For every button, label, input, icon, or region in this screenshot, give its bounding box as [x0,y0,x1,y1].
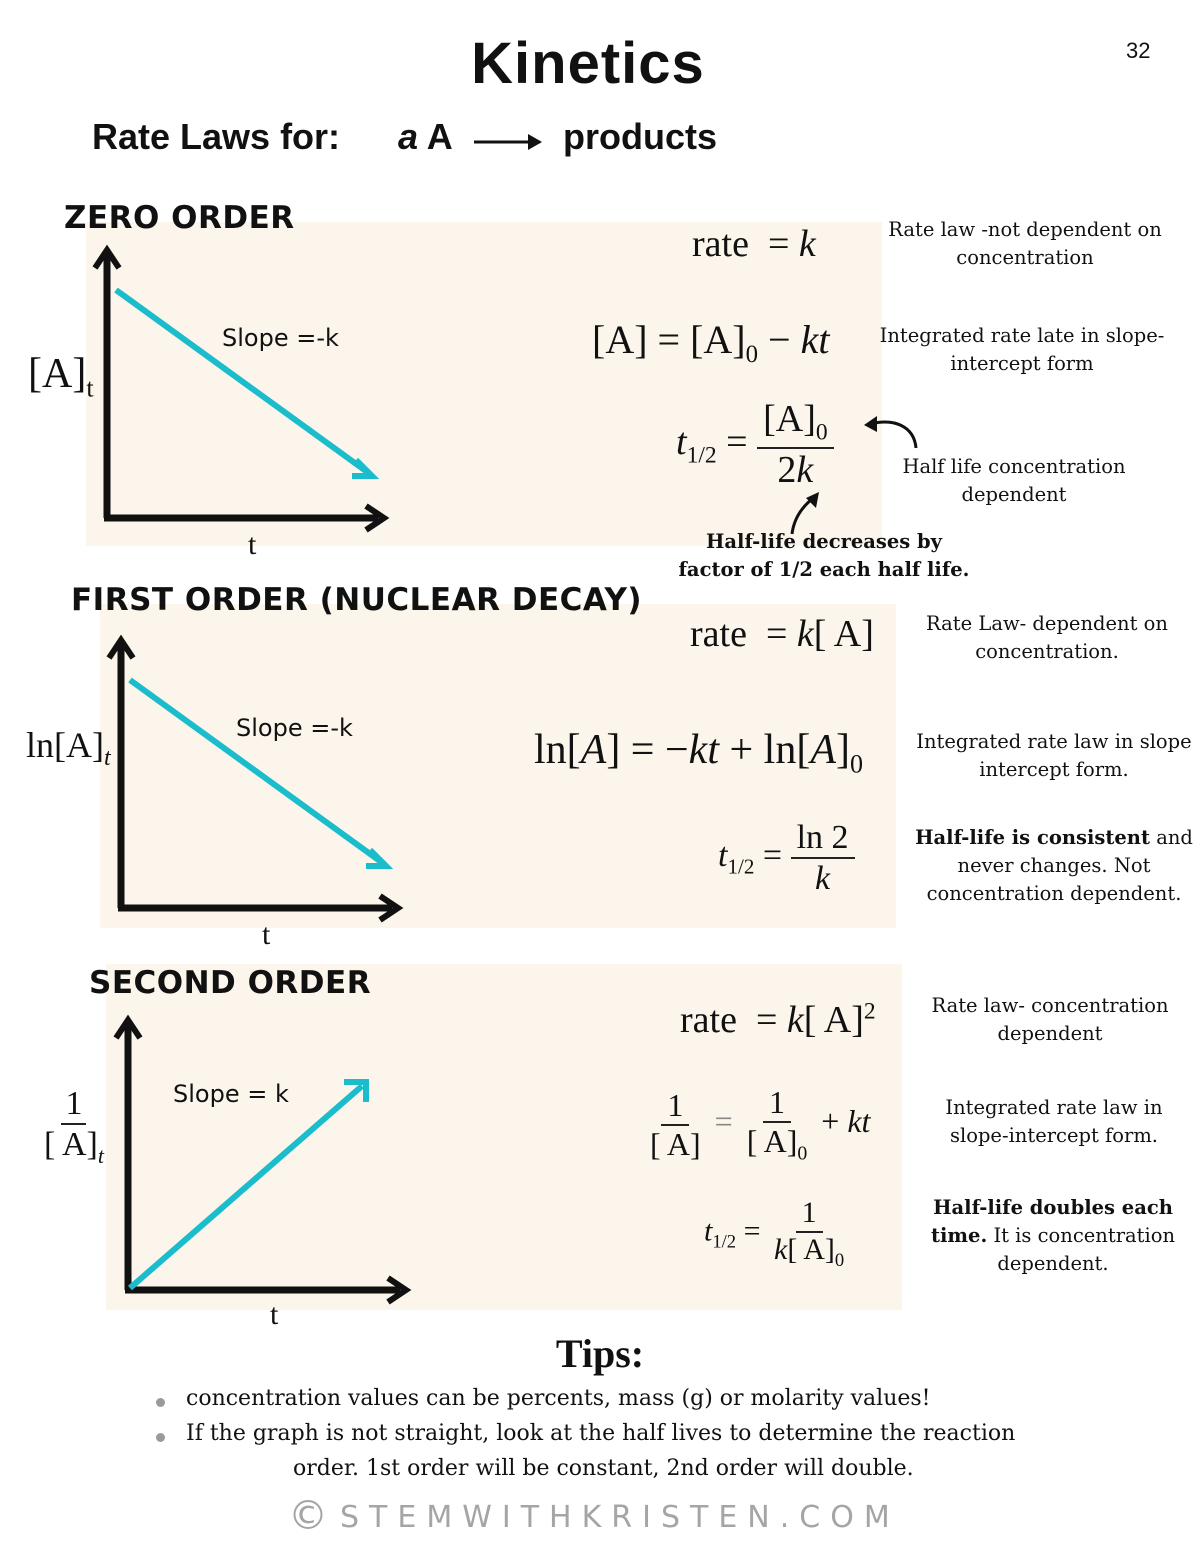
second-halflife-note: Half-life doubles each time. It is conce… [930,1196,1176,1275]
subtitle-prefix: Rate Laws for: [92,116,341,157]
tip-item-2-line-2: order. 1st order will be constant, 2nd o… [293,1456,914,1481]
first-data-arrowhead [366,847,394,869]
zero-integrated-equation: [A] = [A]0 − kt [592,317,830,368]
first-integrated-equation: ln[A] = −kt + ln[A]0 [534,727,863,779]
zero-decrease-arrow-icon [790,492,819,535]
zero-order-graph [92,244,390,533]
second-integrated-note: Integrated rate law in slope-intercept f… [945,1096,1163,1147]
zero-x-axis-label: t [248,528,257,561]
second-y-axis-arrowhead [113,1014,143,1040]
zero-y-axis-arrowhead [92,244,122,270]
zero-decrease-note: Half-life decreases by factor of 1/2 eac… [678,530,970,581]
page-number: 32 [1126,38,1151,63]
zero-halflife-note: Half life concentration dependent [902,455,1126,506]
page-title: Kinetics [471,31,705,96]
second-rate-equation: rate = k[ A]2 [680,998,876,1041]
second-order-graph [113,1014,412,1305]
second-y-axis-label: 1[ A]t [44,1085,104,1168]
tips-title: Tips: [555,1331,645,1376]
zero-order-heading: ZERO ORDER [64,200,295,236]
reaction-coef: a [398,116,419,157]
first-order-heading: FIRST ORDER (NUCLEAR DECAY) [71,582,643,618]
first-halflife-note: Half-life is consistent and never change… [915,826,1193,905]
first-x-axis-arrowhead [378,893,404,923]
zero-integrated-note: Integrated rate late in slope-intercept … [879,324,1165,375]
first-y-axis-label: ln[A]t [26,725,111,772]
reaction-reactant: a A [398,116,453,158]
first-order-graph [106,634,404,923]
second-rate-note: Rate law- concentration dependent [931,994,1169,1045]
first-data-line [128,677,386,867]
copyright-icon: © [288,1493,328,1539]
reaction-products: products [563,116,718,157]
first-rate-note: Rate Law- dependent on concentration. [926,612,1168,663]
zero-halflife-arrow-icon [864,416,918,449]
second-slope-label: Slope = k [173,1080,289,1108]
zero-rate-note: Rate law -not dependent on concentration [888,218,1162,269]
tip-bullet-icon [156,1398,165,1407]
reaction-arrow-icon [474,134,542,150]
first-y-axis-arrowhead [106,634,136,660]
zero-slope-label: Slope =-k [222,324,339,352]
zero-data-arrowhead [352,457,380,479]
footer-site: STEMWITHKRISTEN.COM [340,1500,900,1535]
second-order-heading: SECOND ORDER [89,965,372,1001]
zero-y-axis-label: [A]t [28,351,94,403]
first-integrated-note: Integrated rate law in slope intercept f… [916,730,1192,781]
first-rate-equation: rate = k[ A] [690,613,874,655]
second-integrated-equation: 1[ A] = 1[ A]0 + kt [650,1084,871,1165]
second-order-panel [106,964,902,1310]
zero-x-axis-arrowhead [364,503,390,533]
reaction-species: A [426,116,453,157]
first-x-axis-label: t [262,918,271,951]
tip-item-1: concentration values can be percents, ma… [186,1386,931,1411]
first-slope-label: Slope =-k [236,714,353,742]
first-order-panel [100,604,896,928]
second-data-arrowhead [344,1079,369,1102]
second-x-axis-label: t [270,1298,279,1331]
second-data-line [128,1083,364,1291]
tip-bullet-icon [156,1433,165,1442]
tip-item-2-line-1: If the graph is not straight, look at th… [186,1421,1016,1446]
zero-rate-equation: rate = k [692,223,816,265]
zero-data-line [114,287,372,477]
zero-order-panel [86,222,882,546]
second-x-axis-arrowhead [386,1275,412,1305]
